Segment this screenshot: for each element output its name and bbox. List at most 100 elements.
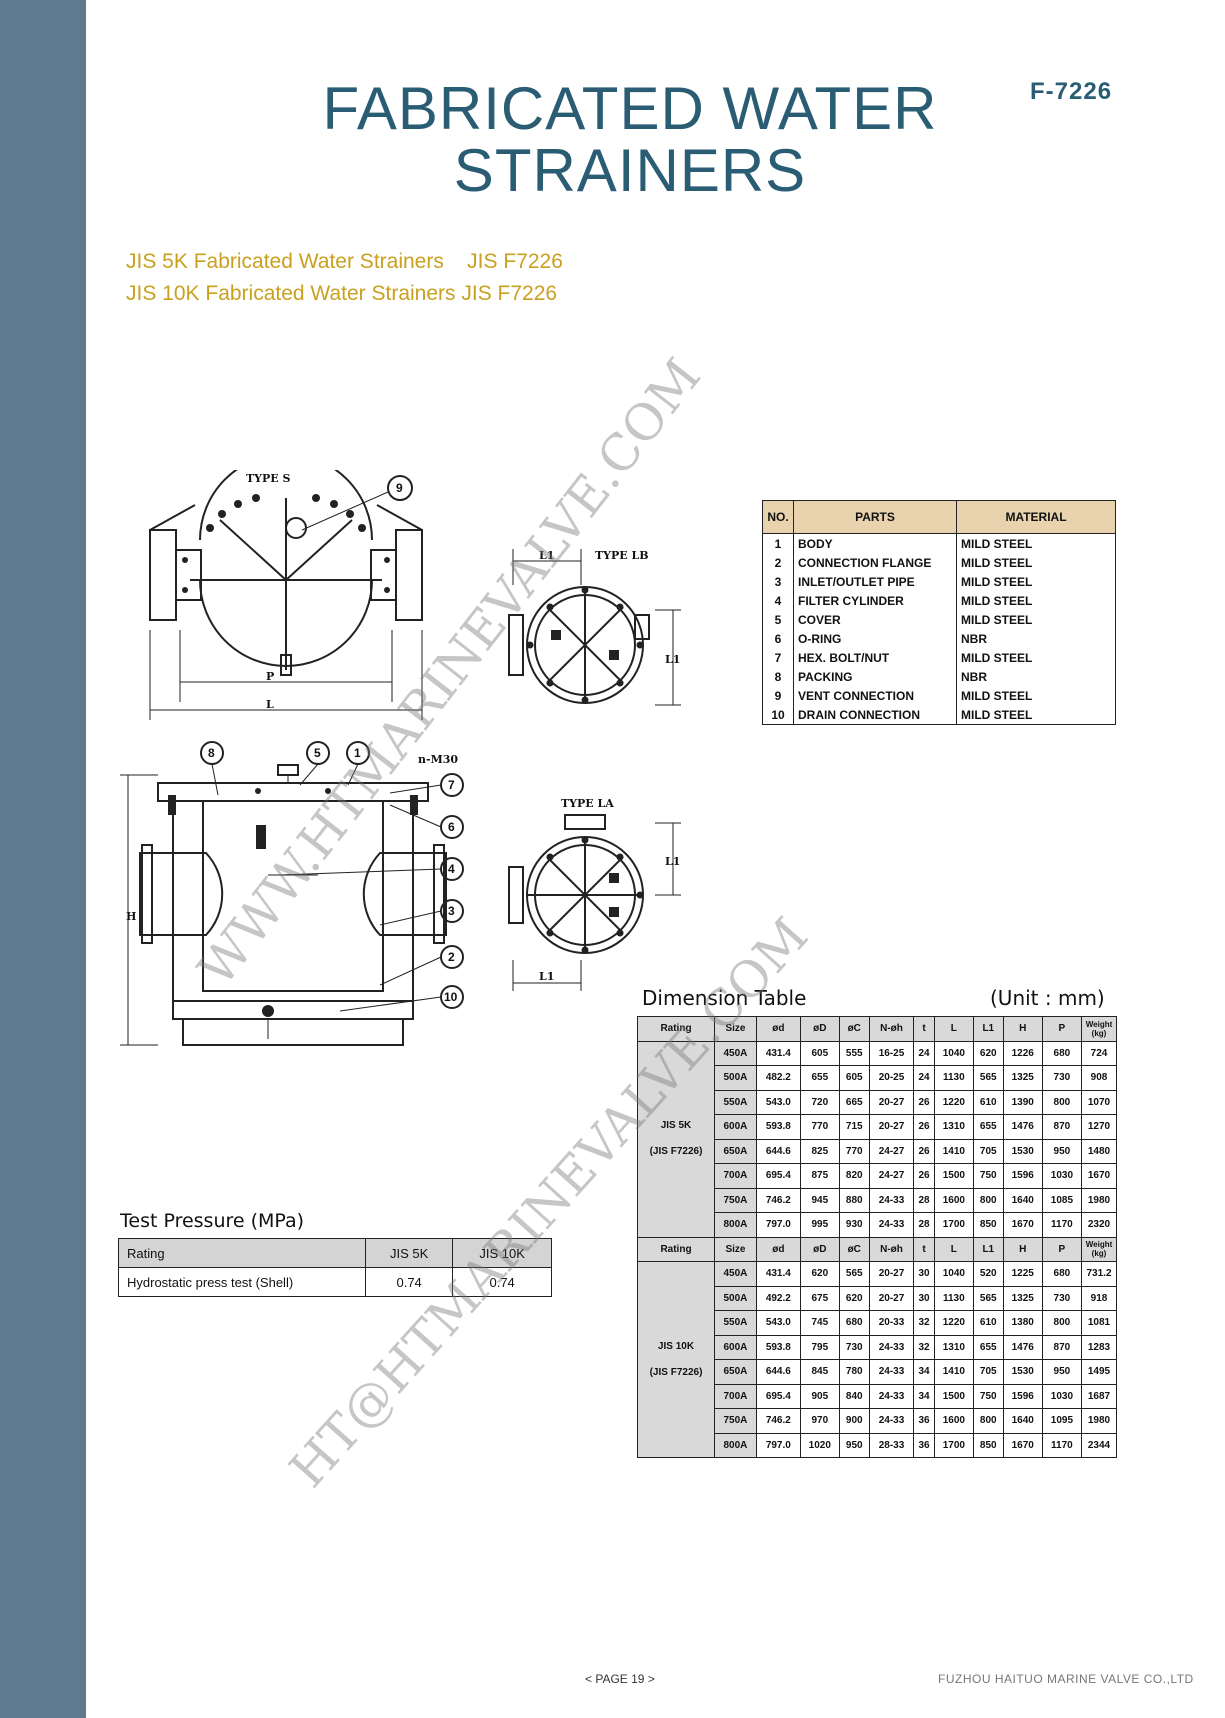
dimension-table-title: Dimension Table <box>642 986 807 1010</box>
dimension-cell: 908 <box>1081 1065 1117 1091</box>
dimension-cell: 610 <box>972 1089 1004 1115</box>
dimension-rating-cell: JIS 5K(JIS F7226) <box>637 1040 715 1238</box>
dimension-cell: 520 <box>972 1261 1004 1287</box>
dimension-header-cell: øC <box>838 1236 870 1262</box>
parts-cell-no: 8 <box>762 667 794 686</box>
dimension-cell: 970 <box>799 1408 840 1434</box>
dimension-cell: 650A <box>714 1359 757 1385</box>
dimension-cell: 605 <box>799 1040 840 1066</box>
dimension-cell: 797.0 <box>755 1212 801 1238</box>
dimension-header-cell: Size <box>714 1016 757 1042</box>
parts-header-material: MATERIAL <box>956 500 1116 534</box>
dimension-cell: 500A <box>714 1065 757 1091</box>
dimension-cell: 1670 <box>1081 1163 1117 1189</box>
dimension-cell: 705 <box>972 1138 1004 1164</box>
dimension-cell: 900 <box>838 1408 870 1434</box>
dimension-cell: 550A <box>714 1310 757 1336</box>
dimension-cell: 1130 <box>933 1285 974 1311</box>
dimension-cell: 543.0 <box>755 1310 801 1336</box>
parts-cell-no: 4 <box>762 591 794 610</box>
dimension-cell: 720 <box>799 1089 840 1115</box>
dimension-cell: 750 <box>972 1383 1004 1409</box>
dimension-cell: 26 <box>913 1138 935 1164</box>
dimension-cell: 34 <box>913 1383 935 1409</box>
dimension-cell: 1170 <box>1041 1212 1083 1238</box>
callout-10: 10 <box>444 990 458 1004</box>
dimension-cell: 24-33 <box>868 1408 915 1434</box>
callout-3: 3 <box>448 904 455 918</box>
dimension-cell: 24-27 <box>868 1138 915 1164</box>
dimension-cell: 500A <box>714 1285 757 1311</box>
parts-cell-material: MILD STEEL <box>956 591 1116 610</box>
label-type-la: TYPE LA <box>561 797 614 810</box>
dimension-header-cell: øC <box>838 1016 870 1042</box>
subtitle-jis-10k: JIS 10K Fabricated Water Strainers JIS F… <box>126 282 558 305</box>
dimension-cell: 1225 <box>1002 1261 1043 1287</box>
dimension-cell: 715 <box>838 1114 870 1140</box>
dim-l1-top: L1 <box>539 549 554 562</box>
dimension-cell: 610 <box>972 1310 1004 1336</box>
dimension-cell: 593.8 <box>755 1114 801 1140</box>
parts-cell-part: INLET/OUTLET PIPE <box>793 572 957 591</box>
dimension-header-cell: ød <box>755 1236 801 1262</box>
dimension-table-unit: (Unit : mm) <box>990 986 1105 1010</box>
parts-cell-material: MILD STEEL <box>956 686 1116 705</box>
dimension-cell: 1480 <box>1081 1138 1117 1164</box>
dimension-cell: 746.2 <box>755 1408 801 1434</box>
dimension-cell: 1310 <box>933 1114 974 1140</box>
dimension-cell: 24-33 <box>868 1359 915 1385</box>
dimension-cell: 1980 <box>1081 1187 1117 1213</box>
dimension-cell: 750A <box>714 1408 757 1434</box>
dimension-header-cell: øD <box>799 1016 840 1042</box>
dimension-cell: 655 <box>972 1114 1004 1140</box>
dimension-cell: 1040 <box>933 1261 974 1287</box>
page-title: FABRICATED WATER STRAINERS <box>200 78 1060 202</box>
dimension-cell: 1325 <box>1002 1285 1043 1311</box>
parts-cell-no: 7 <box>762 648 794 667</box>
dimension-cell: 880 <box>838 1187 870 1213</box>
dimension-cell: 850 <box>972 1212 1004 1238</box>
parts-header-no: NO. <box>762 500 794 534</box>
dimension-cell: 905 <box>799 1383 840 1409</box>
parts-cell-material: MILD STEEL <box>956 553 1116 572</box>
dimension-cell: 1670 <box>1002 1432 1043 1458</box>
dimension-cell: 731.2 <box>1081 1261 1117 1287</box>
dimension-cell: 620 <box>799 1261 840 1287</box>
dimension-cell: 1325 <box>1002 1065 1043 1091</box>
callout-9: 9 <box>396 481 403 495</box>
test-pressure-row: Hydrostatic press test (Shell) 0.74 0.74 <box>118 1267 552 1297</box>
dim-p: P <box>266 670 274 683</box>
dimension-cell: 1687 <box>1081 1383 1117 1409</box>
dimension-cell: 1600 <box>933 1187 974 1213</box>
dimension-cell: 1030 <box>1041 1163 1083 1189</box>
side-view-callouts: 8 5 1 7 6 4 3 2 10 n-M30 <box>200 741 464 1012</box>
dimension-cell: 875 <box>799 1163 840 1189</box>
dimension-cell: 800 <box>972 1187 1004 1213</box>
parts-cell-no: 2 <box>762 553 794 572</box>
dimension-cell: 780 <box>838 1359 870 1385</box>
dimension-rating-cell: JIS 10K(JIS F7226) <box>637 1261 715 1458</box>
dim-l: L <box>266 698 274 711</box>
dimension-cell: 1226 <box>1002 1040 1043 1066</box>
callout-8: 8 <box>208 746 215 760</box>
dimension-cell: 845 <box>799 1359 840 1385</box>
dimension-cell: 600A <box>714 1334 757 1360</box>
parts-header-parts: PARTS <box>793 500 957 534</box>
dimension-cell: 1095 <box>1041 1408 1083 1434</box>
dimension-cell: 1170 <box>1041 1432 1083 1458</box>
dimension-cell: 945 <box>799 1187 840 1213</box>
dimension-cell: 1500 <box>933 1163 974 1189</box>
dimension-cell: 20-27 <box>868 1089 915 1115</box>
dimension-cell: 695.4 <box>755 1163 801 1189</box>
